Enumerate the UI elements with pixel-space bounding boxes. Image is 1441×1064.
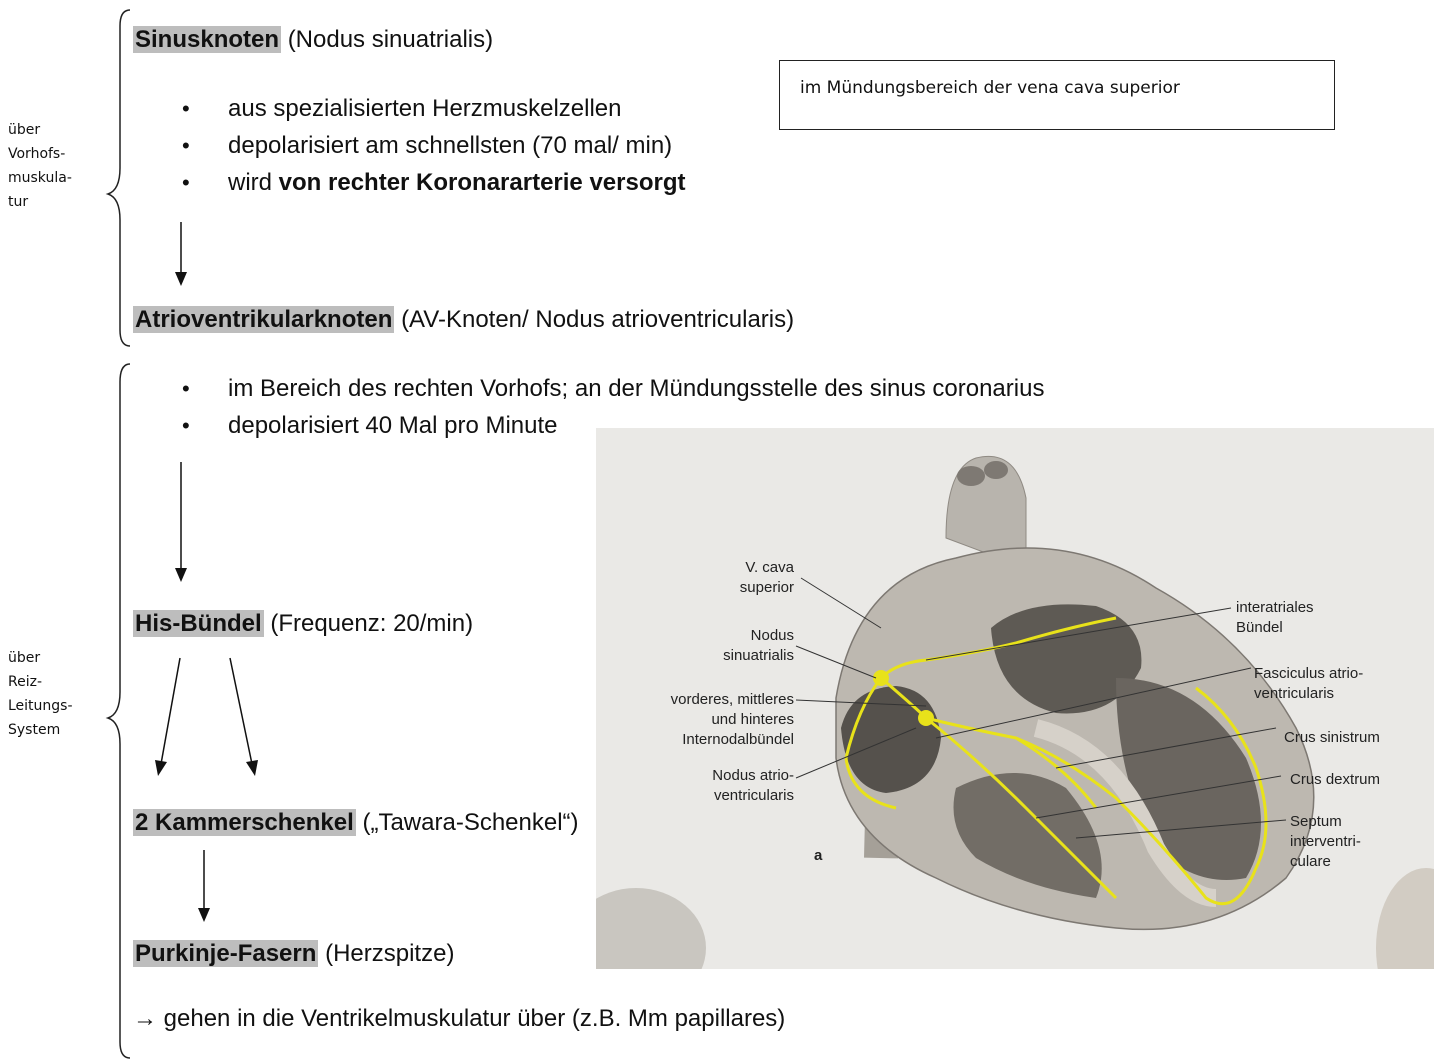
term-av-knoten: Atrioventrikularknoten	[133, 306, 394, 333]
label-line: superior	[686, 578, 794, 598]
side-label-line: tur	[8, 190, 88, 214]
label-fasciculus-atrioventricularis: Fasciculus atrio- ventricularis	[1254, 664, 1424, 704]
label-line: interatriales	[1236, 598, 1396, 618]
label-line: culare	[1290, 852, 1430, 872]
label-line: Bündel	[1236, 618, 1396, 638]
side-label-vorhofsmuskulatur: über Vorhofs- muskula- tur	[8, 118, 88, 214]
label-line: Nodus atrio-	[666, 766, 794, 786]
term-kammerschenkel: 2 Kammerschenkel	[133, 809, 356, 836]
label-crus-sinistrum: Crus sinistrum	[1284, 728, 1424, 748]
term-kammerschenkel-subtitle: („Tawara-Schenkel“)	[362, 809, 578, 836]
heading-his-buendel: His-Bündel (Frequenz: 20/min)	[133, 610, 473, 638]
bullet-text: im Bereich des rechten Vorhofs; an der M…	[228, 375, 1044, 402]
split-arrows-icon	[148, 656, 268, 780]
note-box-text: im Mündungsbereich der vena cava superio…	[800, 78, 1180, 98]
label-line: ventricularis	[666, 786, 794, 806]
term-sinusknoten: Sinusknoten	[133, 26, 281, 53]
bullet-text: depolarisiert 40 Mal pro Minute	[228, 412, 558, 439]
bullet-text: wird	[228, 169, 279, 196]
side-label-reizleitungssystem: über Reiz- Leitungs- System	[8, 646, 88, 742]
heading-sinusknoten: Sinusknoten (Nodus sinuatrialis)	[133, 26, 493, 54]
label-interatriales-buendel: interatriales Bündel	[1236, 598, 1396, 638]
list-item: depolarisiert am schnellsten (70 mal/ mi…	[182, 127, 685, 164]
label-line: V. cava	[686, 558, 794, 578]
term-av-knoten-subtitle: (AV-Knoten/ Nodus atrioventricularis)	[401, 306, 794, 333]
heading-kammerschenkel: 2 Kammerschenkel („Tawara-Schenkel“)	[133, 809, 579, 837]
label-septum-interventriculare: Septum interventri- culare	[1290, 812, 1430, 872]
side-label-line: über	[8, 118, 88, 142]
label-line: sinuatrialis	[666, 646, 794, 666]
label-line: interventri-	[1290, 832, 1430, 852]
note-box: im Mündungsbereich der vena cava superio…	[779, 60, 1335, 130]
term-purkinje: Purkinje-Fasern	[133, 940, 318, 967]
label-crus-dextrum: Crus dextrum	[1290, 770, 1430, 790]
panel-letter: a	[814, 846, 822, 866]
bullet-text: aus spezialisierten Herzmuskelzellen	[228, 95, 622, 122]
term-purkinje-subtitle: (Herzspitze)	[325, 940, 454, 967]
heading-purkinje: Purkinje-Fasern (Herzspitze)	[133, 940, 454, 968]
brace-vorhof	[100, 8, 136, 350]
term-his-buendel: His-Bündel	[133, 610, 264, 637]
label-internodalbuendel: vorderes, mittleres und hinteres Interno…	[616, 690, 794, 750]
list-item: wird von rechter Koronararterie versorgt	[182, 164, 685, 201]
list-item: aus spezialisierten Herzmuskelzellen	[182, 90, 685, 127]
bullet-text: depolarisiert am schnellsten (70 mal/ mi…	[228, 132, 672, 159]
brace-reizleitung	[100, 362, 136, 1062]
side-label-line: muskula-	[8, 166, 88, 190]
heading-av-knoten: Atrioventrikularknoten (AV-Knoten/ Nodus…	[133, 306, 794, 334]
heart-conduction-figure: V. cava superior Nodus sinuatrialis vord…	[596, 428, 1434, 969]
list-item: im Bereich des rechten Vorhofs; an der M…	[182, 370, 1044, 407]
label-line: Septum	[1290, 812, 1430, 832]
label-line: und hinteres	[616, 710, 794, 730]
label-nodus-atrioventricularis: Nodus atrio- ventricularis	[666, 766, 794, 806]
label-line: Fasciculus atrio-	[1254, 664, 1424, 684]
bullet-bold-text: von rechter Koronararterie versorgt	[279, 169, 686, 196]
arrow-down-icon	[193, 850, 215, 924]
side-label-line: Leitungs-	[8, 694, 88, 718]
term-his-buendel-subtitle: (Frequenz: 20/min)	[270, 610, 473, 637]
label-v-cava-superior: V. cava superior	[686, 558, 794, 598]
side-label-line: Vorhofs-	[8, 142, 88, 166]
sinus-bullet-list: aus spezialisierten Herzmuskelzellen dep…	[182, 90, 685, 201]
side-label-line: System	[8, 718, 88, 742]
label-line: vorderes, mittleres	[616, 690, 794, 710]
footer-note: → gehen in die Ventrikelmuskulatur über …	[133, 1005, 785, 1033]
label-line: ventricularis	[1254, 684, 1424, 704]
arrow-down-icon	[170, 462, 192, 586]
label-line: Nodus	[666, 626, 794, 646]
side-label-line: Reiz-	[8, 670, 88, 694]
label-line: Internodalbündel	[616, 730, 794, 750]
arrow-down-icon	[170, 222, 192, 288]
side-label-line: über	[8, 646, 88, 670]
label-nodus-sinuatrialis: Nodus sinuatrialis	[666, 626, 794, 666]
term-sinusknoten-subtitle: (Nodus sinuatrialis)	[288, 26, 493, 53]
